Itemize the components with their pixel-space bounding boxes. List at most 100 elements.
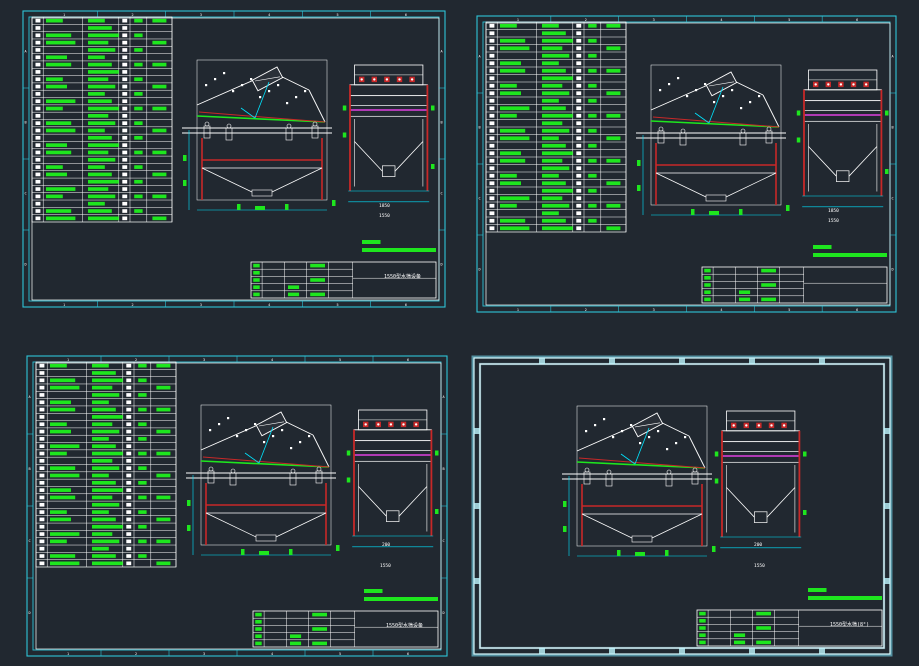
cad-rect: [576, 143, 582, 148]
cad-rect: [500, 68, 526, 73]
cad-line: [394, 141, 424, 172]
cad-rect: [786, 205, 790, 211]
title-block-text: 1550型水筛设备: [384, 273, 421, 280]
cad-rect: [88, 121, 116, 125]
cad-rect: [50, 539, 67, 544]
cad-rect: [126, 480, 132, 485]
zone-label: 2: [132, 303, 134, 307]
cad-rect: [126, 466, 132, 470]
cad-line: [651, 513, 703, 539]
cad-rect: [500, 61, 521, 66]
cad-line: [258, 426, 274, 464]
cad-rect: [92, 517, 116, 522]
cad-rect: [704, 297, 711, 302]
cad-rect: [92, 510, 109, 514]
end-view-drawing: [796, 69, 889, 208]
cad-rect: [542, 23, 559, 28]
cad-line: [634, 427, 650, 465]
cad-rect: [88, 92, 105, 96]
cad-line: [581, 513, 633, 539]
cad-rect: [489, 196, 495, 201]
bolt: [757, 424, 761, 427]
cad-rect: [576, 113, 582, 118]
zone-label: D: [443, 611, 445, 615]
cad-rect: [46, 216, 76, 221]
cad-rect: [576, 31, 582, 36]
spring: [666, 469, 672, 475]
cad-rect: [489, 106, 495, 111]
zone-label: C: [29, 539, 31, 543]
cad-rect: [126, 459, 132, 463]
bolt: [389, 423, 393, 426]
cad-rect: [39, 554, 45, 558]
cad-rect: [435, 450, 439, 456]
cad-rect: [122, 84, 128, 89]
cad-rect: [739, 290, 751, 294]
cad-rect: [310, 292, 325, 297]
cad-rect: [88, 179, 119, 184]
cad-rect: [304, 90, 307, 93]
drawing-sheet-4[interactable]: 1550型水筛(8°) 200 1550: [471, 355, 893, 657]
cad-rect: [122, 33, 128, 38]
cad-rect: [35, 216, 41, 221]
cad-rect: [576, 76, 582, 81]
cad-rect: [255, 534, 277, 542]
cad-rect: [431, 105, 435, 111]
cad-rect: [126, 385, 132, 390]
cad-rect: [92, 473, 109, 478]
cad-rect: [39, 371, 45, 375]
cad-rect: [803, 510, 807, 515]
cad-line: [258, 421, 284, 427]
cad-rect: [761, 268, 776, 273]
cad-rect: [88, 209, 112, 213]
cad-line: [726, 487, 755, 518]
cad-rect: [227, 417, 230, 420]
cad-rect: [588, 128, 597, 133]
cad-rect: [39, 451, 45, 456]
cad-rect: [576, 405, 708, 547]
zone-label: B: [441, 121, 443, 125]
cad-rect: [92, 554, 116, 558]
cad-rect: [46, 55, 67, 60]
cad-rect: [489, 173, 495, 178]
cad-rect: [576, 158, 582, 163]
cad-rect: [349, 84, 428, 97]
cad-rect: [223, 72, 226, 75]
dimension-bottom-label: 1550: [828, 218, 839, 224]
cad-rect: [126, 524, 132, 529]
cad-rect: [255, 620, 262, 624]
cad-rect: [35, 150, 41, 155]
cad-rect: [35, 114, 41, 118]
cad-line: [576, 461, 706, 469]
cad-rect: [200, 404, 332, 546]
cad-rect: [35, 194, 41, 199]
zone-label: 2: [135, 652, 137, 656]
cad-rect: [122, 92, 128, 96]
cad-rect: [88, 128, 105, 133]
zone-label: C: [443, 539, 445, 543]
cad-line: [620, 453, 636, 465]
cad-rect: [576, 203, 582, 208]
cad-rect: [657, 430, 660, 433]
cad-rect: [686, 95, 689, 98]
bolt: [839, 83, 843, 86]
cad-rect: [290, 447, 293, 450]
bolt: [782, 424, 786, 427]
cad-rect: [489, 68, 495, 73]
cad-rect: [253, 271, 260, 275]
zone-tick: [474, 503, 480, 509]
cad-rect: [39, 561, 45, 566]
cad-rect: [138, 422, 147, 427]
cad-rect: [704, 83, 707, 86]
spring: [204, 121, 210, 127]
bolt: [745, 424, 748, 427]
cad-rect: [255, 612, 262, 617]
cad-rect: [739, 297, 751, 302]
cad-rect: [808, 588, 827, 592]
cad-rect: [489, 121, 495, 126]
cad-rect: [126, 378, 132, 383]
